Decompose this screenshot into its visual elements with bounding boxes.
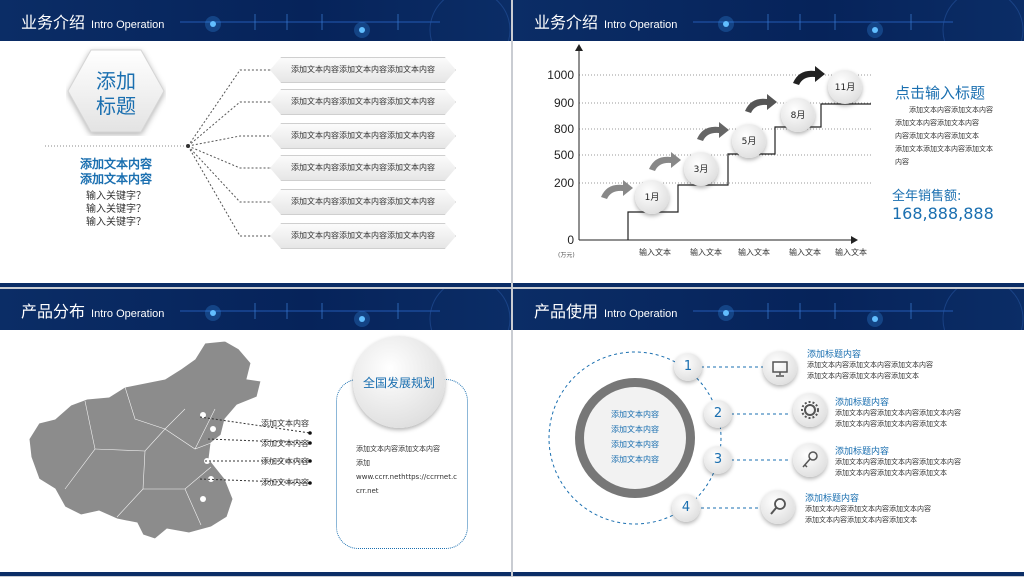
bottom-strip xyxy=(0,572,511,576)
bottom-strip xyxy=(0,283,511,287)
hex-title-text: 添加标题 xyxy=(96,69,136,118)
center-text: 添加文本内容添加文本内容添加文本内容添加文本内容 xyxy=(611,410,659,464)
map-label: 添加文本内容 xyxy=(261,439,309,448)
y-tick-label: 500 xyxy=(554,148,574,162)
y-tick-label: 800 xyxy=(554,122,574,136)
step-number-4[interactable]: 4 xyxy=(672,494,700,522)
y-unit-label: (万元) xyxy=(558,252,575,259)
header-circuit-decoration xyxy=(180,289,511,330)
step-number-2[interactable]: 2 xyxy=(704,400,732,428)
step-number-3[interactable]: 3 xyxy=(704,446,732,474)
china-map xyxy=(28,340,262,540)
month-step-label: 11月 xyxy=(834,83,856,93)
header-circuit-decoration xyxy=(180,0,511,41)
chart-side-desc: 添加文本内容添加文本内容添加文本内容添加文本内容内容添加文本内容添加文本添加文本… xyxy=(895,106,993,166)
header-circuit-decoration xyxy=(693,289,1024,330)
month-step-label: 8月 xyxy=(790,111,806,121)
item-box[interactable]: 添加文本内容添加文本内容添加文本内容 xyxy=(270,189,456,215)
month-step-label: 1月 xyxy=(644,193,660,203)
y-tick-label: 1000 xyxy=(547,68,574,82)
y-axis-arrow xyxy=(575,44,583,51)
sales-label: 全年销售额: xyxy=(892,189,962,204)
step-arrow xyxy=(697,122,729,141)
step-text-3: 添加标题内容 添加文本内容添加文本内容添加文本内容 添加文本内容添加文本内容添加… xyxy=(835,447,961,477)
y-tick-label: 0 xyxy=(567,233,574,247)
step-arrow xyxy=(745,94,777,113)
step-text-4: 添加标题内容 添加文本内容添加文本内容添加文本内容 添加文本内容添加文本内容添加… xyxy=(805,494,931,524)
x-category-label: 输入文本 xyxy=(789,247,821,257)
x-category-label: 输入文本 xyxy=(690,247,722,257)
x-category-label: 输入文本 xyxy=(639,247,671,257)
month-step-circle: 8月 xyxy=(781,98,815,132)
step-arrow xyxy=(649,152,681,171)
bottom-strip xyxy=(513,283,1024,287)
chart-side-title: 点击输入标题 xyxy=(895,84,986,102)
item-box[interactable]: 添加文本内容添加文本内容添加文本内容 xyxy=(270,57,456,83)
map-label: 添加文本内容 xyxy=(261,419,309,428)
month-step-circle: 5月 xyxy=(732,124,766,158)
monitor-icon[interactable] xyxy=(763,351,797,385)
header-circuit-decoration xyxy=(693,0,1024,41)
usage-diagram xyxy=(548,351,791,525)
step-text-1: 添加标题内容 添加文本内容添加文本内容添加文本内容 添加文本内容添加文本内容添加… xyxy=(807,350,933,380)
map-leader-lines xyxy=(200,416,312,485)
step-chart: 1000 900 800 500 200 0 输入文本 输入文本 输入文本 输入文本 输入文本 xyxy=(547,44,873,257)
gear-icon[interactable] xyxy=(793,393,827,427)
connector-lines xyxy=(45,69,272,237)
y-tick-label: 900 xyxy=(554,96,574,110)
map-label: 添加文本内容 xyxy=(261,478,309,487)
search-icon[interactable] xyxy=(761,490,795,524)
item-box[interactable]: 添加文本内容添加文本内容添加文本内容 xyxy=(270,223,456,249)
step-arrow xyxy=(601,180,633,199)
key-icon[interactable] xyxy=(793,443,827,477)
step-text-2: 添加标题内容 添加文本内容添加文本内容添加文本内容 添加文本内容添加文本内容添加… xyxy=(835,398,961,428)
month-step-label: 3月 xyxy=(693,165,709,175)
item-box[interactable]: 添加文本内容添加文本内容添加文本内容 xyxy=(270,123,456,149)
x-category-label: 输入文本 xyxy=(738,247,770,257)
item-box[interactable]: 添加文本内容添加文本内容添加文本内容 xyxy=(270,89,456,115)
sales-value: 168,888,888 xyxy=(892,204,994,223)
x-axis-arrow xyxy=(851,236,858,244)
hex-title-badge xyxy=(67,49,165,133)
plan-title-circle: 全国发展规划 xyxy=(353,336,445,428)
step-arrow xyxy=(793,66,825,85)
month-step-circle: 3月 xyxy=(684,152,718,186)
step-line xyxy=(627,103,871,240)
month-step-circle: 11月 xyxy=(828,70,862,104)
keyword-list: 输入关键字？输入关键字？输入关键字？ xyxy=(86,191,146,228)
month-step-label: 5月 xyxy=(741,137,757,147)
item-box[interactable]: 添加文本内容添加文本内容添加文本内容 xyxy=(270,155,456,181)
blue-highlight-text: 添加文本内容添加文本内容 xyxy=(79,157,152,186)
step-number-1[interactable]: 1 xyxy=(674,353,702,381)
bottom-strip xyxy=(513,572,1024,576)
month-step-circle: 1月 xyxy=(635,180,669,214)
x-category-label: 输入文本 xyxy=(835,247,867,257)
map-label: 添加文本内容 xyxy=(261,457,309,466)
y-tick-label: 200 xyxy=(554,176,574,190)
